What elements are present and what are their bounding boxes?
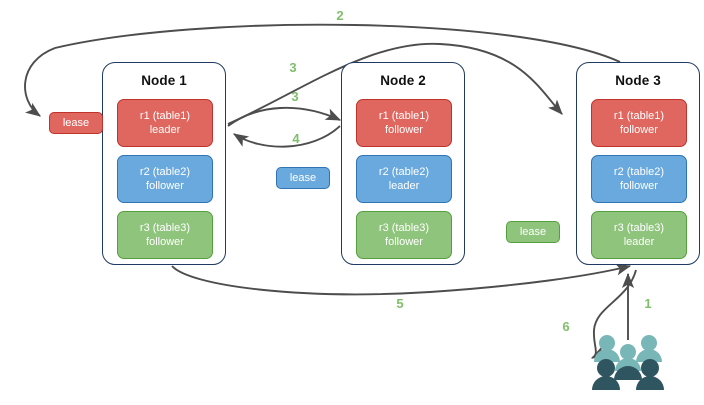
users-icon xyxy=(592,335,664,390)
node-box-node3[interactable]: Node 3 r1 (table1) follower r2 (table2) … xyxy=(576,62,700,265)
edge-label-6: 6 xyxy=(562,319,570,334)
replica-r1[interactable]: r1 (table1) leader xyxy=(117,99,213,147)
lease-badge-table2[interactable]: lease xyxy=(276,167,330,189)
replica-role: leader xyxy=(388,180,420,192)
lease-badge-table1[interactable]: lease xyxy=(49,112,103,134)
replica-role: follower xyxy=(620,124,658,136)
replica-r2[interactable]: r2 (table2) leader xyxy=(356,155,452,203)
replica-r3[interactable]: r3 (table3) follower xyxy=(356,211,452,259)
replica-r2[interactable]: r2 (table2) follower xyxy=(591,155,687,203)
node-box-node2[interactable]: Node 2 r1 (table1) follower r2 (table2) … xyxy=(341,62,465,265)
edge-label-1: 1 xyxy=(644,296,652,311)
replica-name: r2 (table2) xyxy=(139,166,191,178)
replica-name: r3 (table3) xyxy=(613,222,665,234)
replica-r1[interactable]: r1 (table1) follower xyxy=(356,99,452,147)
node-title: Node 1 xyxy=(141,73,187,88)
replica-role: follower xyxy=(620,180,658,192)
edge-label-4: 4 xyxy=(292,131,300,146)
replica-role: follower xyxy=(385,124,423,136)
replica-name: r1 (table1) xyxy=(139,110,191,122)
replica-role: follower xyxy=(146,236,184,248)
node-title: Node 2 xyxy=(380,73,426,88)
edge-5-path xyxy=(171,263,632,296)
replica-name: r3 (table3) xyxy=(139,222,191,234)
edge-label-3-lower: 3 xyxy=(291,89,299,104)
replica-r3[interactable]: r3 (table3) follower xyxy=(117,211,213,259)
replica-role: follower xyxy=(385,236,423,248)
edge-label-3-upper: 3 xyxy=(289,60,297,75)
replica-name: r1 (table1) xyxy=(613,110,665,122)
replica-role: leader xyxy=(149,124,181,136)
node-title: Node 3 xyxy=(615,73,661,88)
replica-name: r3 (table3) xyxy=(378,222,430,234)
edge-label-5: 5 xyxy=(396,296,404,311)
replica-role: leader xyxy=(623,236,655,248)
replica-r1[interactable]: r1 (table1) follower xyxy=(591,99,687,147)
edge-label-2: 2 xyxy=(336,8,344,23)
lease-badge-table3[interactable]: lease xyxy=(506,221,560,243)
edge-3-lower-path xyxy=(227,106,342,127)
replica-name: r2 (table2) xyxy=(378,166,430,178)
replica-name: r1 (table1) xyxy=(378,110,430,122)
replica-name: r2 (table2) xyxy=(613,166,665,178)
replica-role: follower xyxy=(146,180,184,192)
node-box-node1[interactable]: Node 1 r1 (table1) leader r2 (table2) fo… xyxy=(102,62,226,265)
replica-r3[interactable]: r3 (table3) leader xyxy=(591,211,687,259)
replica-r2[interactable]: r2 (table2) follower xyxy=(117,155,213,203)
